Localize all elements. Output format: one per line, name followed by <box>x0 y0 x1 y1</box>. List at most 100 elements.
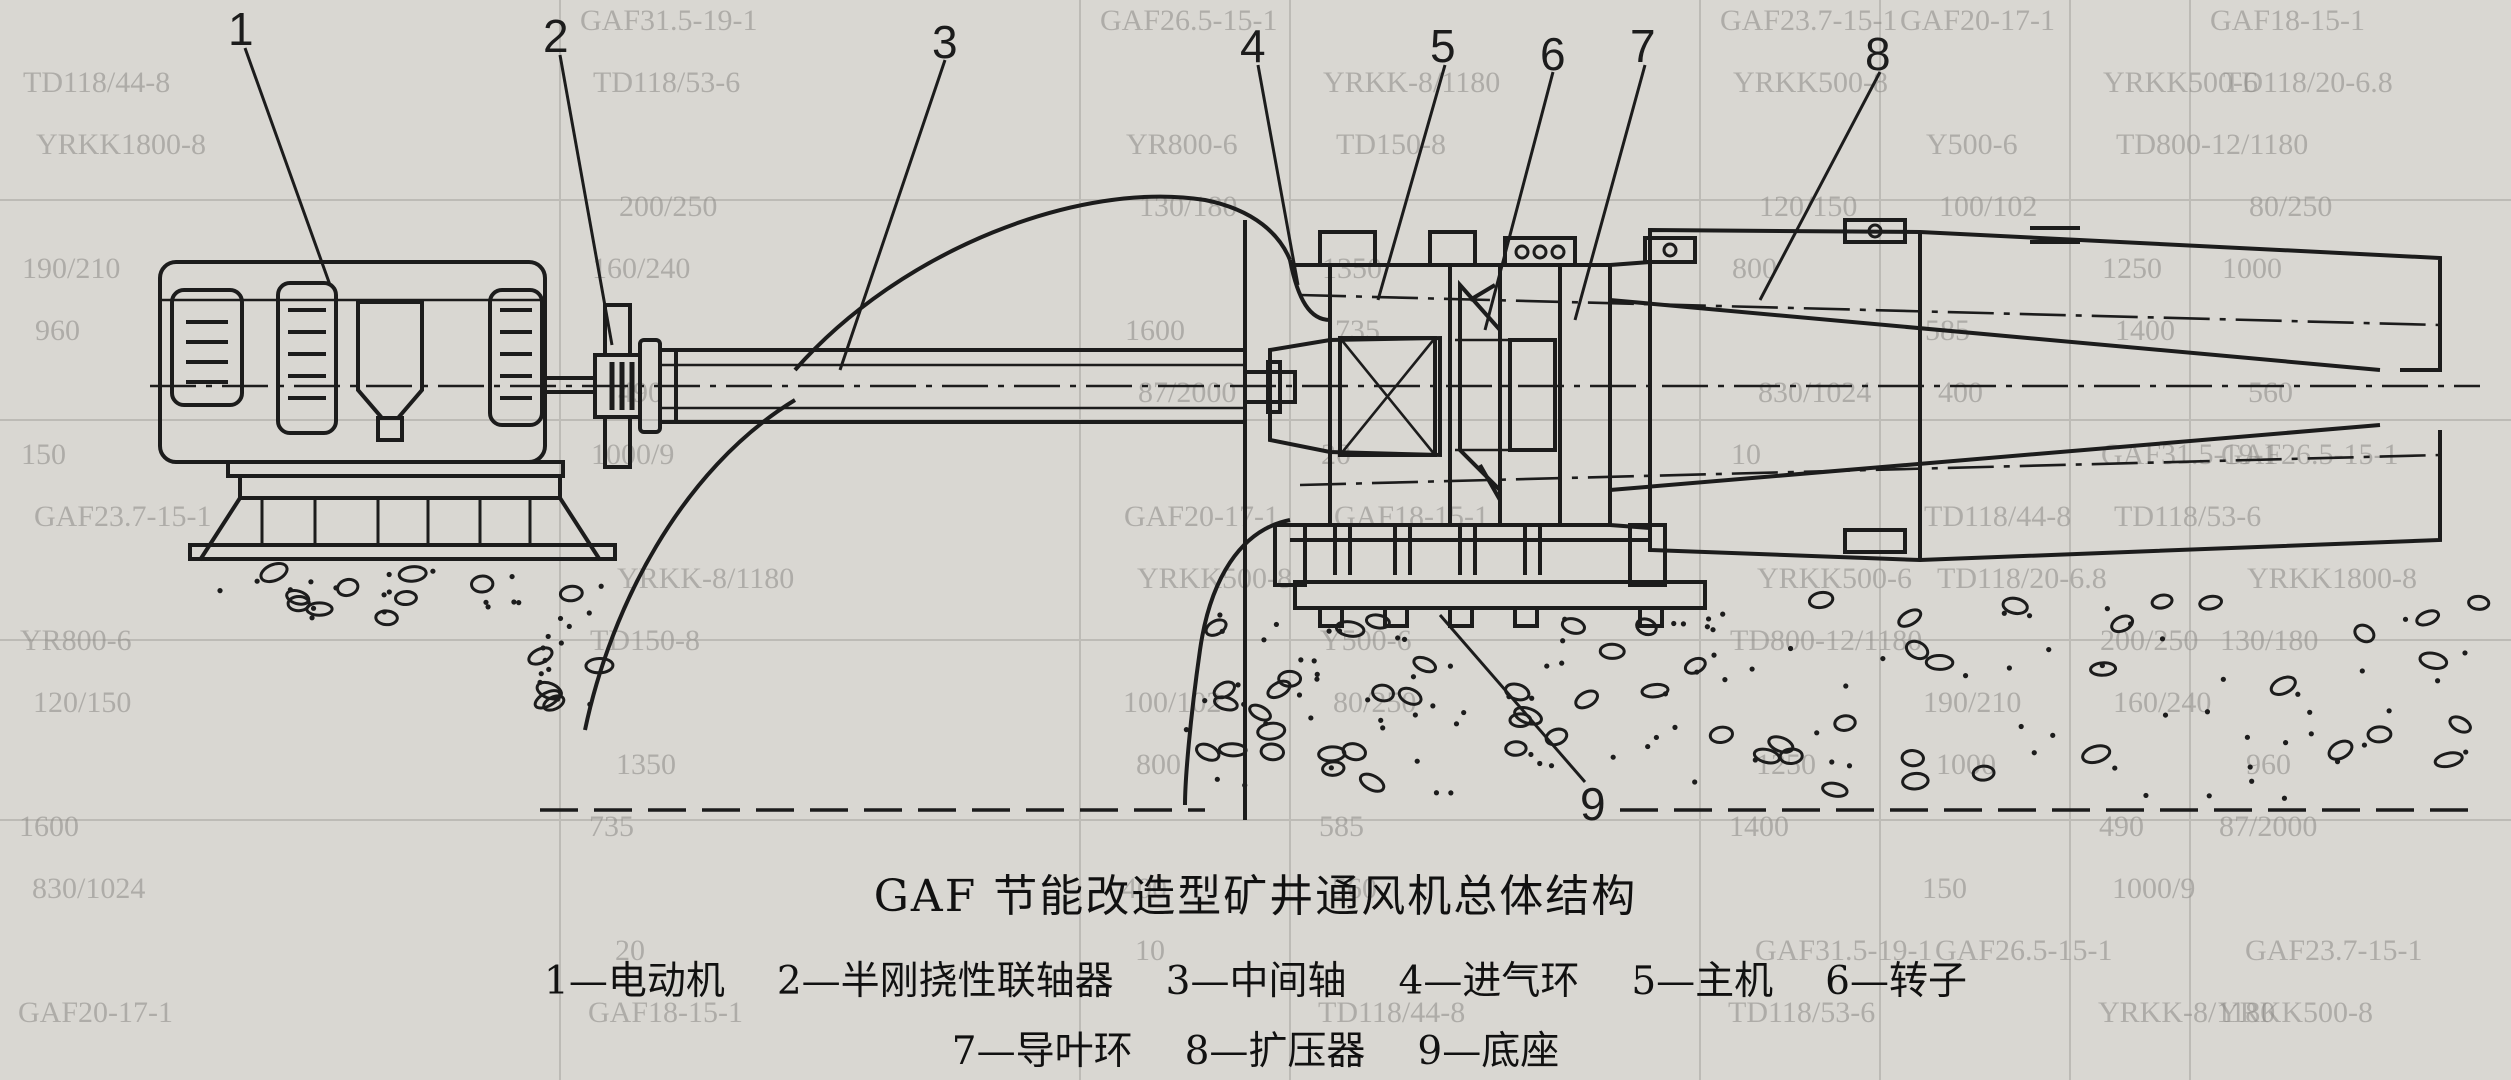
gravel-dot <box>538 671 544 677</box>
background-table-cell: YRKK500-6 <box>1757 562 1912 595</box>
gravel-dot <box>1720 611 1726 617</box>
callout-7: 7 <box>1630 20 1656 72</box>
background-table-cell: TD800-12/1180 <box>2116 128 2308 161</box>
background-table-cell: 490 <box>2099 810 2144 843</box>
pebble <box>1574 689 1599 710</box>
background-table-cell: 1250 <box>2102 252 2162 285</box>
gravel-dot <box>2359 668 2365 674</box>
gravel-dot <box>1235 682 1241 688</box>
gravel-dot <box>1241 701 1247 707</box>
pebble <box>2353 623 2376 644</box>
gravel-dot <box>2386 708 2392 714</box>
background-table-cell: 10 <box>1731 438 1761 471</box>
pebble <box>2110 614 2135 634</box>
background-table-cell: GAF31.5-19-1 <box>580 4 758 37</box>
gravel-dot <box>1680 621 1687 627</box>
background-table-cell: 560 <box>2248 376 2293 409</box>
gravel-dot <box>2282 740 2289 746</box>
background-table-cell: 830/1024 <box>1758 376 1871 409</box>
gravel-dot <box>430 568 436 574</box>
pebble <box>374 609 399 627</box>
pebble <box>558 584 584 603</box>
background-table-cell: 1600 <box>19 810 79 843</box>
air-inlet-ring <box>583 194 1331 820</box>
gravel-dot <box>1326 628 1332 634</box>
pebble <box>2418 651 2449 670</box>
gravel-dot <box>1653 734 1659 741</box>
gravel-dot <box>1704 624 1710 630</box>
background-table-cell: GAF26.5-15-1 <box>2221 438 2399 471</box>
callout-numbers: 1 2 3 4 5 6 7 8 9 <box>228 3 1891 830</box>
pebble <box>2327 739 2354 761</box>
gravel-dot <box>1448 790 1454 796</box>
background-table-cell: 80/250 <box>1333 686 1416 719</box>
pebble <box>1412 655 1438 674</box>
base-frame <box>1293 580 1707 628</box>
gravel-dot <box>2402 616 2409 622</box>
pebble <box>1640 682 1670 699</box>
background-table-cell: 87/2000 <box>2219 810 2317 843</box>
background-table-cell: GAF23.7-15-1 <box>34 500 212 533</box>
pebble <box>1334 620 1366 638</box>
gravel-dot <box>1528 751 1534 758</box>
gravel-dot <box>2206 793 2212 799</box>
background-table-cell: TD118/20-6.8 <box>1937 562 2107 595</box>
gravel-dot <box>540 645 546 651</box>
gravel-dot <box>2361 742 2368 748</box>
pebble <box>394 590 418 607</box>
gravel-dot <box>1562 616 1568 622</box>
pebble <box>1317 745 1347 763</box>
gravel-dot <box>1672 724 1678 730</box>
motor-base-ribs <box>260 498 532 545</box>
background-table-cell: YRKK1800-8 <box>2247 562 2417 595</box>
background-table-cell: YRKK500-6 <box>2103 66 2258 99</box>
pebble <box>1277 669 1303 688</box>
gravel-dot <box>1219 628 1225 634</box>
pebble <box>1321 760 1346 777</box>
gravel-dot <box>586 610 592 616</box>
gravel-dot <box>2001 610 2007 616</box>
pebble <box>1397 686 1423 706</box>
callout-3: 3 <box>932 16 958 68</box>
gravel-dot <box>386 589 392 595</box>
gravel-dot <box>308 579 314 585</box>
background-table-cell: 585 <box>1319 810 1364 843</box>
gravel-dot <box>381 609 387 615</box>
pebble <box>2150 593 2174 610</box>
gravel-dot <box>1378 717 1384 723</box>
gravel-dot <box>2308 731 2314 737</box>
background-table-cell: 560 <box>1332 872 1377 905</box>
gravel-dot <box>2295 691 2301 697</box>
pebble <box>533 689 562 710</box>
background-table-cell: 200/250 <box>2100 624 2198 657</box>
pebble <box>527 646 554 666</box>
motor-cooling-slots <box>186 308 532 400</box>
background-table-cell: 1400 <box>2115 314 2175 347</box>
gravel-dot <box>1202 698 1208 704</box>
background-table-cell: GAF20-17-1 <box>18 996 173 1029</box>
gravel-dot <box>511 599 517 605</box>
background-table-cell: GAF18-15-1 <box>2210 4 2365 37</box>
pebble <box>1513 706 1543 726</box>
pebble <box>2081 744 2112 765</box>
gravel-dot <box>555 696 561 702</box>
gravel-dot <box>1694 669 1700 675</box>
gravel-dot <box>1829 759 1835 765</box>
pebble <box>1598 642 1626 660</box>
callout-9: 9 <box>1580 778 1606 830</box>
background-table-cell: 1600 <box>1125 314 1185 347</box>
background-table-cell: GAF26.5-15-1 <box>1100 4 1278 37</box>
gravel-dot <box>1461 709 1467 716</box>
pebble <box>2269 675 2297 696</box>
background-table-cell: 960 <box>2246 748 2291 781</box>
pebble <box>1833 714 1857 732</box>
callout-6: 6 <box>1540 28 1566 80</box>
gravel-dot <box>2249 778 2255 784</box>
gravel-dot <box>1560 638 1566 644</box>
gravel-dot <box>1217 612 1223 618</box>
gravel-dot <box>2204 709 2211 715</box>
pebble <box>470 574 495 594</box>
background-table-cell: YRKK500-8 <box>2218 996 2373 1029</box>
